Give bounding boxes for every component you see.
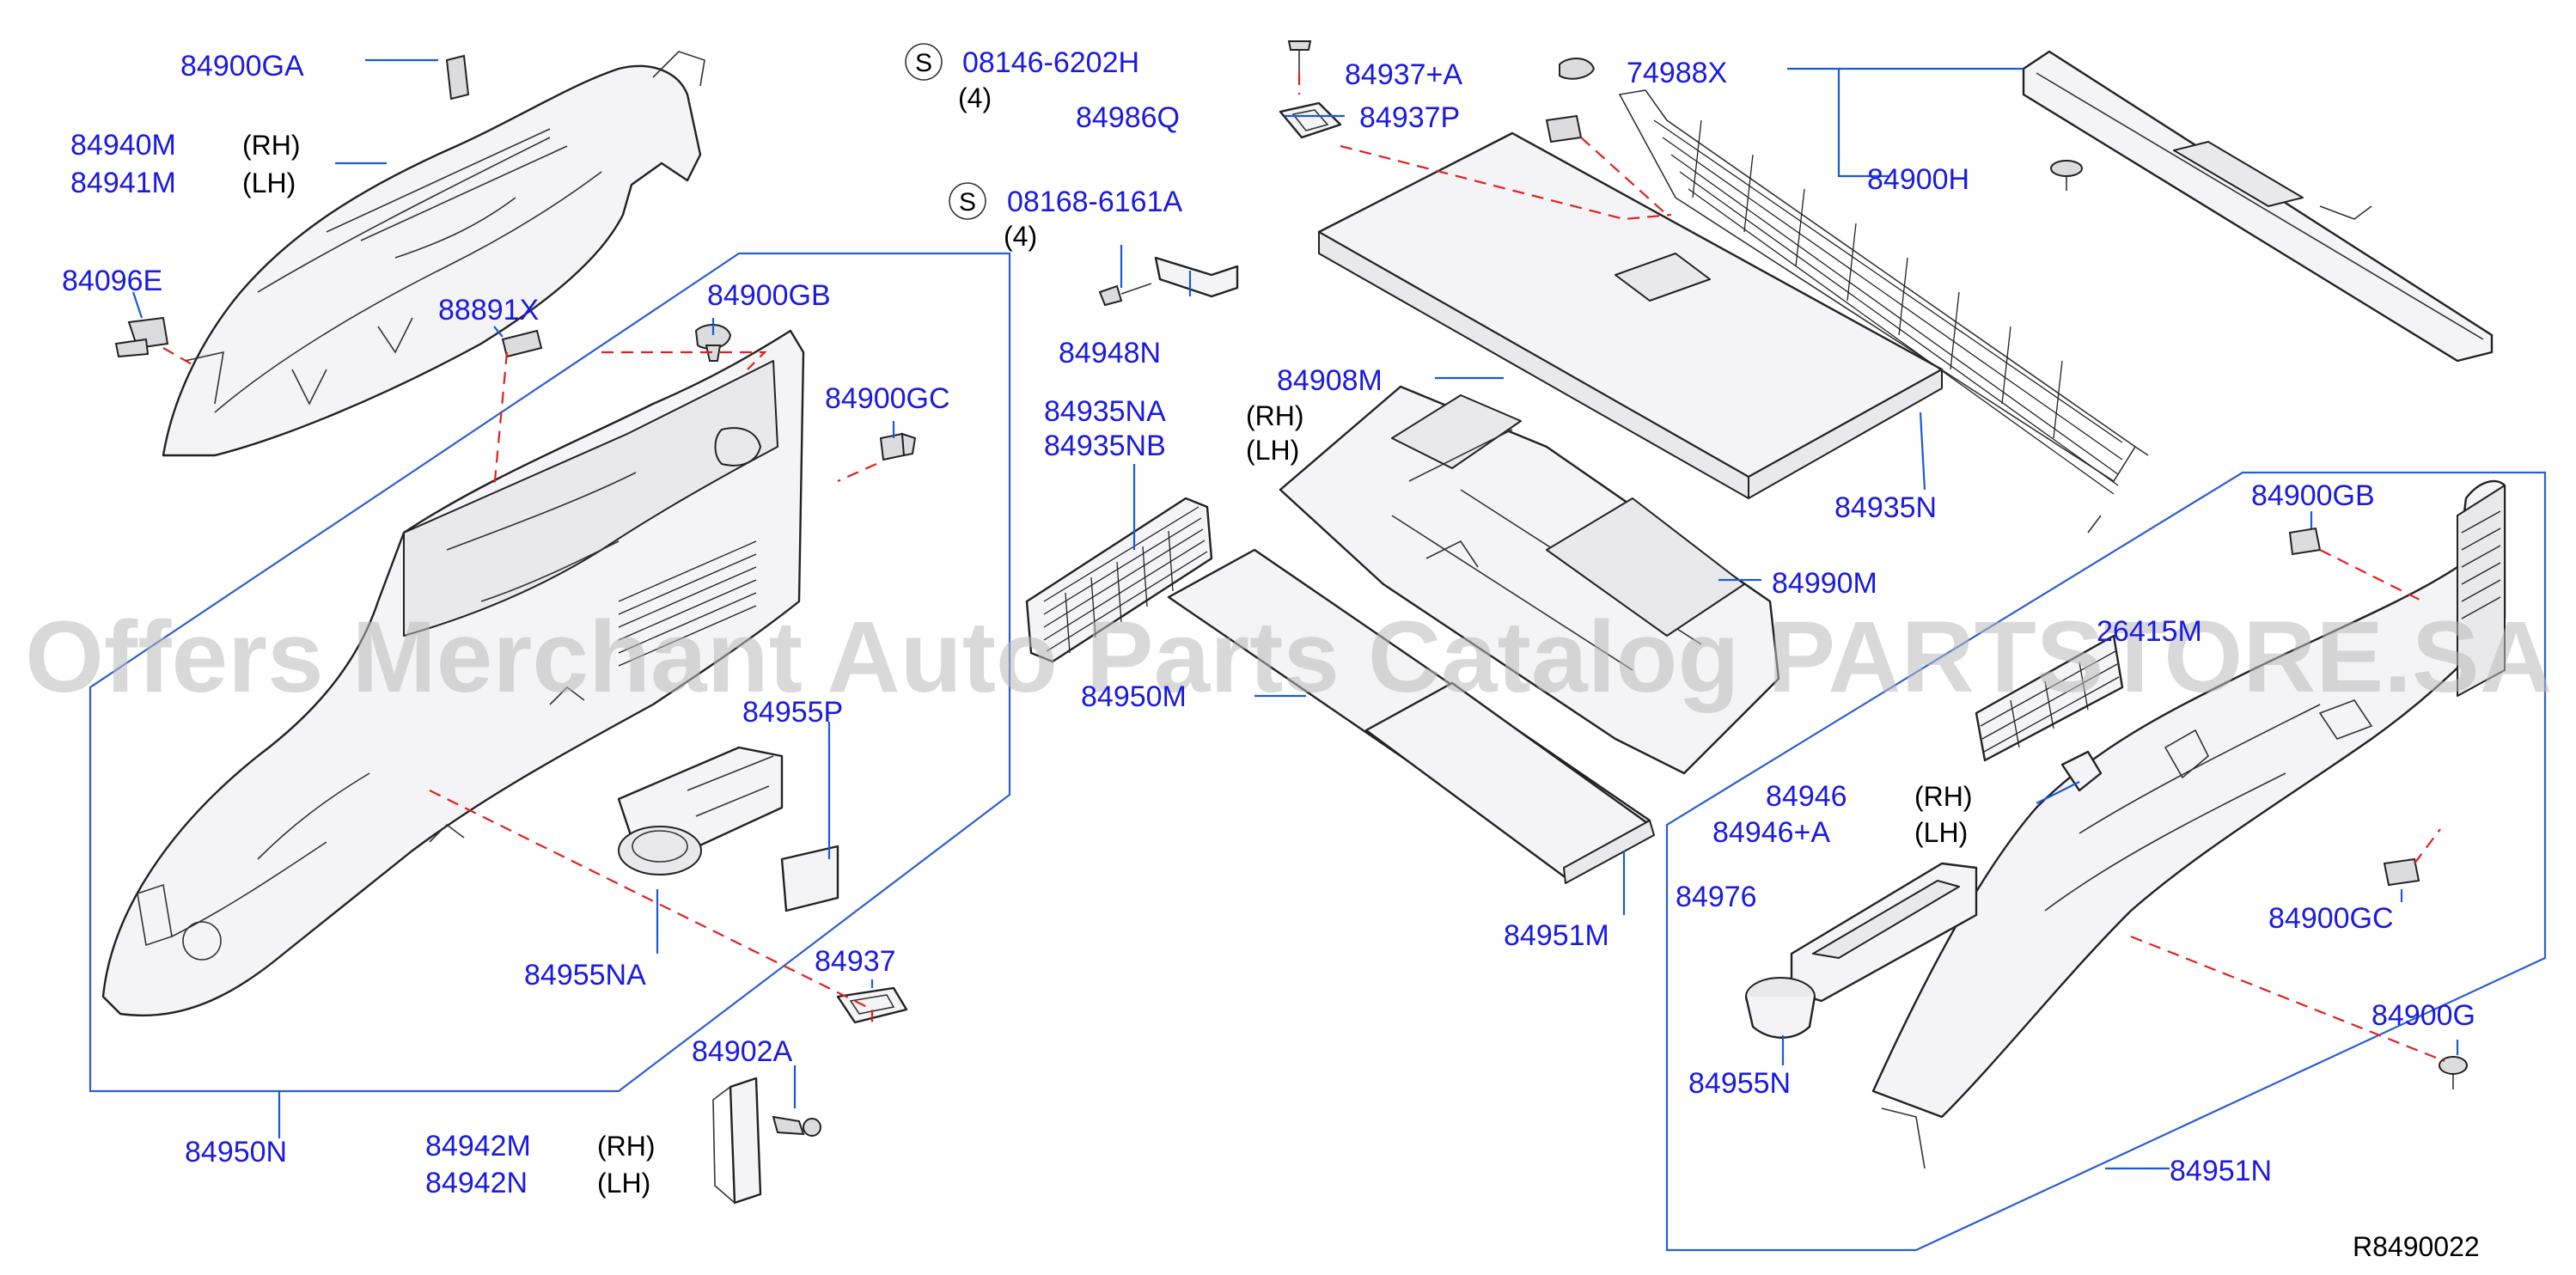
label-84935NA[interactable]: 84935NA: [1044, 395, 1166, 428]
label-08146-6202H[interactable]: 08146-6202H: [962, 46, 1139, 79]
screw-08146: [1287, 40, 1312, 73]
label-84946A[interactable]: 84946+A: [1712, 816, 1830, 849]
vent-grille-left: [618, 540, 757, 667]
screw-84900H: [2050, 160, 2083, 191]
label-88891X[interactable]: 88891X: [438, 294, 539, 326]
qty-08168: (4): [1004, 221, 1037, 252]
cup-holder-right: [1744, 977, 1816, 1039]
label-84900GA[interactable]: 84900GA: [180, 50, 304, 82]
screw-symbol-1: [905, 43, 943, 81]
cup-holder-left: [617, 746, 784, 875]
side-84941M: (LH): [242, 168, 296, 198]
screw-08168: [1098, 283, 1152, 307]
label-84900GB-right[interactable]: 84900GB: [2251, 479, 2375, 512]
label-84951N[interactable]: 84951N: [2170, 1155, 2272, 1187]
screw-symbol-2-letter: S: [959, 188, 976, 217]
luggage-net: [1618, 89, 2149, 534]
label-84908M[interactable]: 84908M: [1277, 364, 1383, 397]
label-84900GC-right[interactable]: 84900GC: [2268, 902, 2394, 935]
leader-lines: [131, 58, 2459, 1170]
label-84900H[interactable]: 84900H: [1867, 163, 1969, 196]
label-84955NA[interactable]: 84955NA: [524, 959, 646, 991]
clip-88891X: [501, 329, 543, 358]
bezel-84937: [836, 986, 908, 1024]
label-84937[interactable]: 84937: [815, 945, 896, 978]
clip-84900G-right: [2439, 1056, 2468, 1089]
label-84942M[interactable]: 84942M: [425, 1130, 531, 1162]
label-84937P[interactable]: 84937P: [1359, 101, 1460, 134]
side-84935NB: (LH): [1246, 435, 1299, 466]
label-84942N[interactable]: 84942N: [425, 1167, 528, 1199]
clip-84937P: [1545, 114, 1583, 143]
cover-84946: [2060, 750, 2103, 792]
upper-side-trim-left: [162, 51, 705, 457]
label-84950M[interactable]: 84950M: [1081, 680, 1187, 713]
label-84935NB[interactable]: 84935NB: [1044, 430, 1166, 462]
side-84942M: (RH): [597, 1131, 656, 1162]
label-84935N[interactable]: 84935N: [1834, 491, 1937, 524]
part-labels: 84900GA 84940M (RH) 84941M (LH) 84096E 8…: [62, 43, 2480, 1262]
qty-08146: (4): [958, 82, 992, 113]
under-floor-box: [1279, 385, 1780, 775]
grommet-84986Q: [1279, 101, 1342, 139]
rear-kicking-plate: [2022, 50, 2494, 363]
clip-84937A: [1559, 58, 1596, 80]
label-08168-6161A[interactable]: 08168-6161A: [1007, 186, 1183, 218]
clip-84900GC-left: [879, 432, 917, 461]
label-84950N[interactable]: 84950N: [185, 1136, 287, 1168]
label-84976[interactable]: 84976: [1676, 881, 1757, 913]
clip-84900GC-right: [2383, 857, 2420, 887]
label-84990M[interactable]: 84990M: [1772, 567, 1877, 600]
assembly-lines: [162, 73, 2445, 1063]
label-84948N[interactable]: 84948N: [1059, 337, 1161, 369]
label-84940M[interactable]: 84940M: [70, 129, 176, 162]
side-net: [1025, 497, 1213, 663]
label-84986Q[interactable]: 84986Q: [1076, 101, 1180, 134]
clip-84096E: [114, 316, 169, 358]
label-84951M[interactable]: 84951M: [1504, 919, 1609, 952]
label-74988X[interactable]: 74988X: [1627, 57, 1727, 89]
label-26415M[interactable]: 26415M: [2097, 615, 2202, 648]
label-84900G[interactable]: 84900G: [2372, 999, 2475, 1032]
label-84955N[interactable]: 84955N: [1688, 1067, 1791, 1100]
diagram-reference-code: R8490022: [2353, 1231, 2480, 1262]
label-84096E[interactable]: 84096E: [62, 265, 162, 297]
label-84941M[interactable]: 84941M: [70, 167, 176, 199]
lower-side-trim-left: [101, 329, 805, 1017]
side-84942N: (LH): [597, 1168, 650, 1199]
screw-symbol-2: [949, 182, 986, 220]
side-84935NA: (RH): [1246, 400, 1304, 431]
label-84955P[interactable]: 84955P: [742, 696, 843, 729]
clip-84900GB-right: [2288, 527, 2322, 556]
label-84937A[interactable]: 84937+A: [1345, 58, 1462, 91]
label-84902A[interactable]: 84902A: [692, 1035, 793, 1068]
frame-left: [89, 252, 1011, 1093]
clip-84900GB-left: [694, 324, 732, 362]
screw-symbol-1-letter: S: [915, 49, 932, 77]
lid-84955P: [780, 845, 839, 912]
label-84946[interactable]: 84946: [1766, 780, 1847, 813]
floor-board-84951M: [1364, 681, 1655, 884]
luggage-floor-board: [1317, 131, 1944, 499]
bracket-84948N: [1154, 256, 1239, 298]
frame-right: [1665, 471, 2547, 1252]
watermark: Offers Merchant Auto Parts Catalog PARTS…: [25, 601, 2553, 714]
label-84900GC-left[interactable]: 84900GC: [825, 382, 950, 415]
side-84946A: (LH): [1914, 817, 1968, 848]
vent-grille-right: [1975, 634, 2124, 762]
side-84946: (RH): [1914, 781, 1973, 812]
side-84940M: (RH): [242, 130, 301, 161]
lower-side-trim-right: [1871, 479, 2506, 1169]
mounting-bracket: [712, 1077, 821, 1205]
label-84900GB-left[interactable]: 84900GB: [707, 279, 831, 312]
